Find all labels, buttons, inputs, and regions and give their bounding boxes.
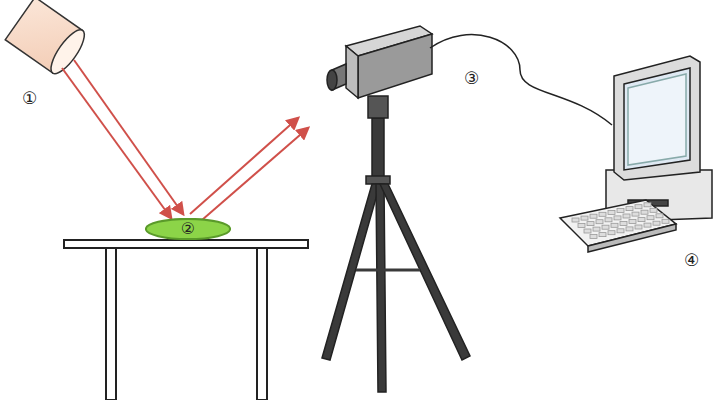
key [572, 218, 579, 222]
key [590, 235, 597, 239]
key [635, 205, 642, 209]
key [611, 223, 618, 227]
key [662, 219, 669, 223]
key [614, 216, 621, 220]
key [620, 221, 627, 225]
key [578, 224, 585, 228]
key [647, 216, 654, 220]
key [632, 212, 639, 216]
key [623, 214, 630, 218]
key [644, 223, 651, 227]
light-source [5, 0, 90, 78]
key [602, 225, 609, 229]
key [626, 227, 633, 231]
callout-number: ③ [464, 70, 479, 87]
camera [327, 26, 432, 118]
key [635, 225, 642, 229]
callout-number: ② [181, 221, 195, 237]
key [599, 233, 606, 237]
key [644, 203, 651, 207]
key [587, 222, 594, 226]
key [626, 207, 633, 211]
key [599, 212, 606, 216]
key [656, 214, 663, 218]
key [629, 220, 636, 224]
key [608, 210, 615, 214]
tripod [322, 118, 470, 392]
computer [560, 56, 712, 252]
callout-number: ① [22, 90, 37, 107]
key [605, 218, 612, 222]
keyboard-keys [572, 203, 669, 239]
cable [430, 35, 612, 125]
key [584, 229, 591, 233]
key [617, 229, 624, 233]
key [641, 210, 648, 214]
key [617, 209, 624, 213]
key [590, 214, 597, 218]
key [593, 227, 600, 231]
key [596, 220, 603, 224]
key [650, 208, 657, 212]
table [64, 240, 308, 400]
callout-number: ④ [684, 252, 699, 269]
key [638, 218, 645, 222]
key [653, 221, 660, 225]
light-rays [62, 60, 308, 220]
key [581, 216, 588, 220]
key [608, 231, 615, 235]
sample-ellipse: ② [145, 218, 231, 240]
